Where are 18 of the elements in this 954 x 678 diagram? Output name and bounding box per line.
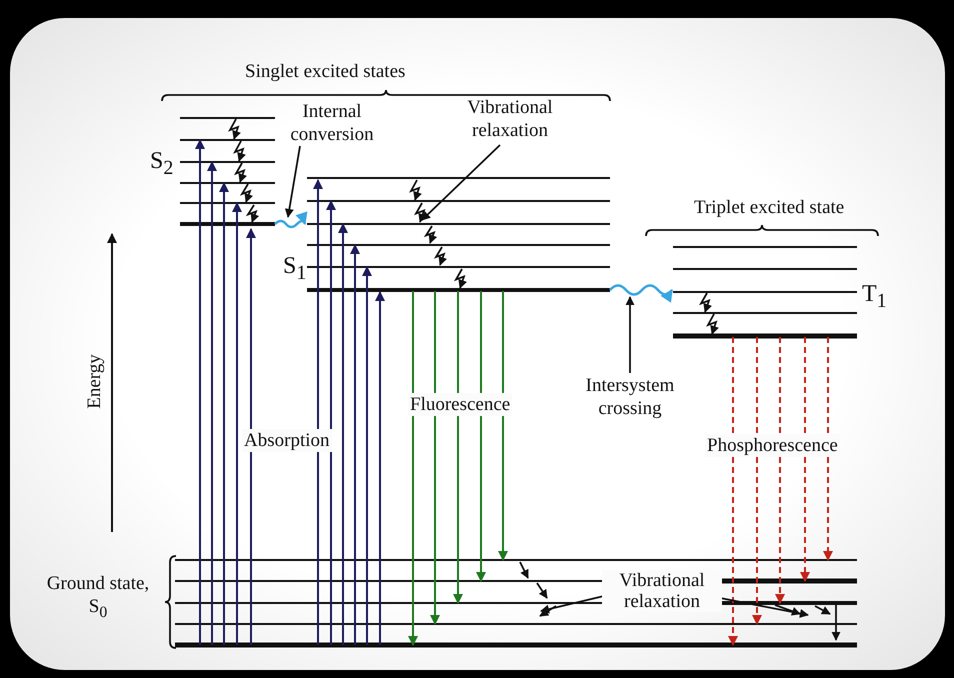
process-label: Absorption [242, 429, 332, 452]
state-label: Ground state, S$_{0}$ [46, 572, 150, 623]
process-label: Vibrational relaxation [455, 96, 565, 142]
process-label: Intersystem crossing [575, 374, 685, 420]
leader-line [284, 146, 301, 218]
group-label: Triplet excited state [694, 196, 844, 219]
axis-label: Energy [82, 354, 106, 409]
state-label: S$_{2}$ [150, 147, 174, 181]
state-label: T$_{1}$ [862, 280, 887, 314]
leader-line [421, 144, 501, 221]
state-label: S$_{1}$ [283, 252, 306, 286]
process-label: Vibrational relaxation [602, 570, 722, 612]
leader-line [540, 595, 604, 614]
process-label: Internal conversion [282, 100, 382, 146]
process-label: Fluorescence [408, 393, 512, 416]
group-label: Singlet excited states [245, 60, 406, 83]
leader-line [626, 296, 634, 373]
process-label: Phosphorescence [705, 434, 840, 457]
